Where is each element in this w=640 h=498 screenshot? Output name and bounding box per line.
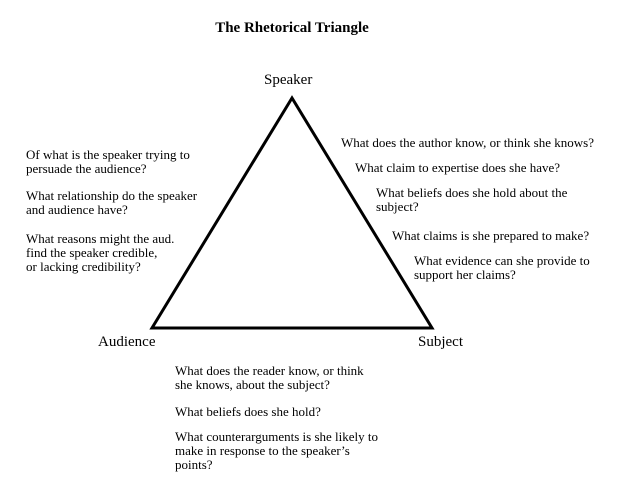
question-line: and audience have? [26, 202, 128, 217]
question-line: What claims is she prepared to make? [392, 228, 590, 243]
question-line: What does the author know, or think she … [341, 135, 594, 150]
subject-question: What beliefs does she hold? [175, 405, 321, 419]
question-line: What evidence can she provide to [414, 253, 590, 268]
audience-question: What relationship do the speaker and aud… [26, 189, 197, 217]
question-line: What relationship do the speaker [26, 188, 198, 203]
question-line: What counterarguments is she likely to [175, 429, 379, 444]
question-line: What reasons might the aud. [26, 231, 175, 246]
audience-question: What reasons might the aud. find the spe… [26, 232, 174, 274]
question-line: she knows, about the subject? [175, 377, 330, 392]
question-line: What beliefs does she hold? [175, 404, 321, 419]
question-line: points? [175, 457, 213, 472]
page-title: The Rhetorical Triangle [215, 20, 369, 36]
question-line: persuade the audience? [26, 161, 147, 176]
speaker-question: What claims is she prepared to make? [392, 229, 589, 243]
question-line: subject? [376, 199, 419, 214]
vertex-speaker: Speaker [264, 72, 313, 88]
subject-question: What counterarguments is she likely to m… [175, 430, 378, 472]
question-line: support her claims? [414, 267, 516, 282]
question-line: Of what is the speaker trying to [26, 147, 190, 162]
question-line: What claim to expertise does she have? [355, 160, 561, 175]
speaker-question: What claim to expertise does she have? [355, 161, 560, 175]
vertex-subject: Subject [418, 334, 463, 350]
triangle-shape [149, 95, 435, 330]
vertex-audience: Audience [98, 334, 156, 350]
subject-question: What does the reader know, or think she … [175, 364, 364, 392]
question-line: or lacking credibility? [26, 259, 141, 274]
speaker-question: What does the author know, or think she … [341, 136, 594, 150]
audience-question: Of what is the speaker trying to persuad… [26, 148, 190, 176]
question-line: make in response to the speaker’s [175, 443, 350, 458]
question-line: find the speaker credible, [26, 245, 158, 260]
question-line: What does the reader know, or think [175, 363, 364, 378]
speaker-question: What beliefs does she hold about the sub… [376, 186, 567, 214]
speaker-question: What evidence can she provide to support… [414, 254, 590, 282]
question-line: What beliefs does she hold about the [376, 185, 568, 200]
